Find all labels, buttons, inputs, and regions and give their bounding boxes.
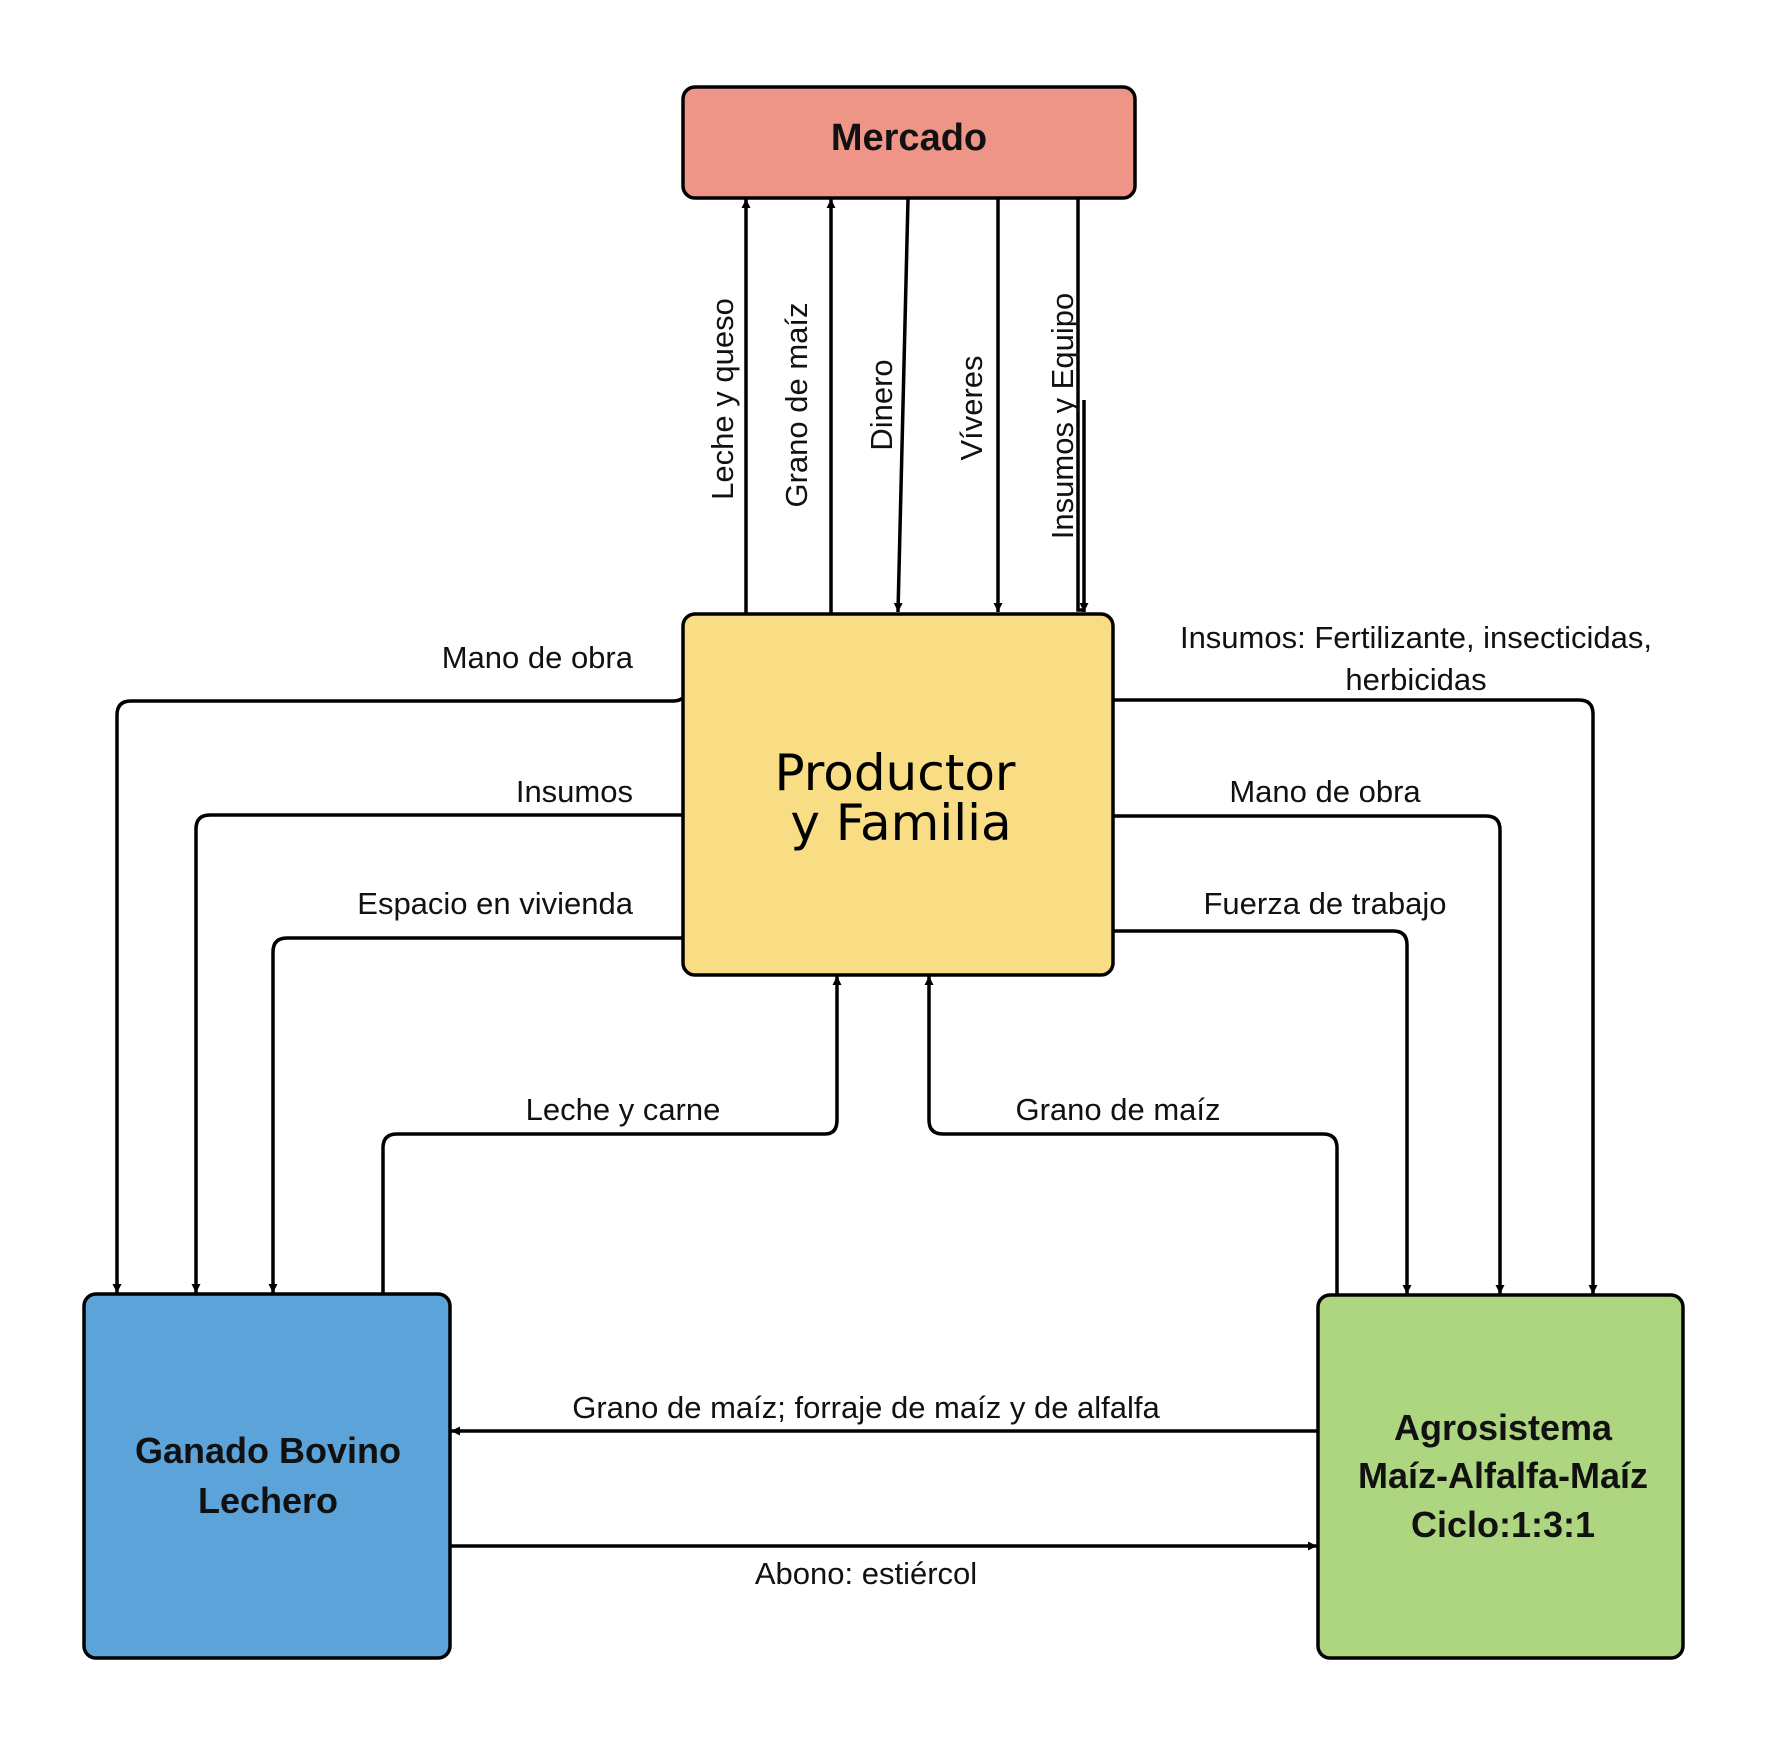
agrosistema-title-line-2: Maíz-Alfalfa-Maíz [1358, 1455, 1648, 1496]
agrosistema-box [1316, 1293, 1685, 1660]
edge-agro-to-productor [924, 976, 1339, 1295]
edge-productor-to-agro-insumos [1113, 700, 1593, 714]
label-dinero: Dinero [864, 359, 899, 450]
node-ganado: Ganado Bovino Lechero [82, 1292, 452, 1660]
edge-mercado-to-productor-insumos [1076, 199, 1089, 612]
label-viveres: Víveres [954, 355, 989, 460]
label-abono-estiercol: Abono: estiércol [755, 1556, 977, 1591]
label-mano-de-obra-agro: Mano de obra [1229, 774, 1421, 809]
edge-productor-to-ganado-insumos [191, 813, 682, 1293]
label-grano-forraje: Grano de maíz; forraje de maíz y de alfa… [572, 1390, 1160, 1425]
mercado-title: Mercado [831, 117, 987, 159]
label-insumos-agro-line-2: herbicidas [1345, 662, 1486, 697]
label-leche-y-queso: Leche y queso [705, 298, 740, 500]
agrosistema-title-line-1: Agrosistema [1394, 1407, 1613, 1448]
edge-productor-to-agro-mano [1113, 814, 1505, 1294]
mercado-box [681, 85, 1137, 200]
label-insumos-ganado: Insumos [516, 774, 633, 809]
node-mercado: Mercado [681, 85, 1137, 200]
edge-ganado-to-productor [381, 976, 842, 1294]
agrosistema-title-line-3: Ciclo:1:3:1 [1411, 1504, 1595, 1545]
arrow-down-icon [893, 198, 910, 613]
productor-box [681, 612, 1115, 977]
node-productor: Productor y Familia [681, 612, 1115, 977]
label-insumos-y-equipo: Insumos y Equipo [1045, 293, 1080, 539]
label-espacio-en-vivienda: Espacio en vivienda [357, 886, 633, 921]
productor-title-line-2: y Familia [790, 794, 1011, 852]
ganado-box [82, 1292, 452, 1660]
edge-productor-to-ganado-mano [112, 696, 684, 1293]
label-insumos-agro-line-1: Insumos: Fertilizante, insecticidas, [1180, 620, 1652, 655]
label-mano-de-obra-ganado: Mano de obra [442, 640, 634, 675]
node-agrosistema: Agrosistema Maíz-Alfalfa-Maíz Ciclo:1:3:… [1316, 1293, 1685, 1660]
ganado-title-line-1: Ganado Bovino [135, 1430, 401, 1471]
ganado-title-line-2: Lechero [198, 1480, 338, 1521]
label-grano-de-maiz-productor: Grano de maíz [1015, 1092, 1220, 1127]
edge-mercado-to-productor-dinero [893, 198, 910, 613]
label-fuerza-de-trabajo: Fuerza de trabajo [1204, 886, 1447, 921]
edge-productor-to-agro-insumos-line [1113, 698, 1598, 1294]
label-grano-de-maiz-mercado: Grano de maíz [779, 302, 814, 507]
label-leche-y-carne: Leche y carne [526, 1092, 721, 1127]
productor-title-line-1: Productor [775, 744, 1016, 802]
edge-productor-to-ganado-espacio [268, 936, 682, 1293]
edge-productor-to-agro-fuerza [1113, 929, 1412, 1294]
